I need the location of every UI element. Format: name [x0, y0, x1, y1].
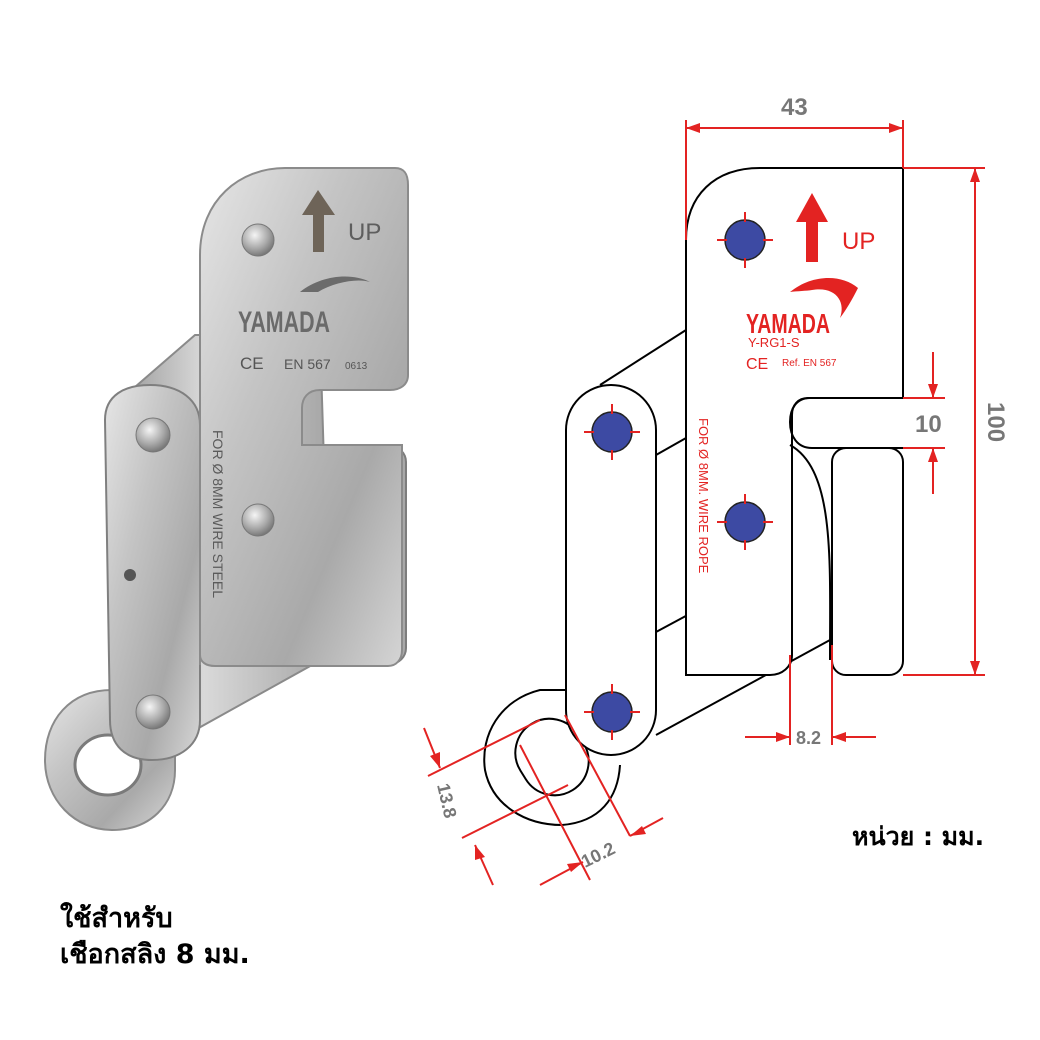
dim-eye-height-value: 13.8 [433, 781, 460, 820]
drawing-cam [789, 444, 832, 661]
drawing-rivets [584, 212, 773, 740]
photo-arrow-label: UP [348, 219, 381, 246]
drawing-standard: Ref. EN 567 [782, 358, 837, 369]
drawing-slot-guard [788, 397, 903, 449]
photo-standard: EN 567 [284, 356, 331, 372]
photo-rivet-link-top [135, 417, 171, 453]
dim-slot-value: 8.2 [796, 728, 821, 748]
photo-serial: 0613 [345, 361, 368, 372]
drawing-eye-loop [483, 689, 621, 827]
photo-rivet-mid [241, 503, 275, 537]
dim-eye-width-value: 10.2 [578, 838, 618, 871]
photo-ce-mark: CE [240, 354, 264, 373]
dim-width-value: 43 [781, 94, 808, 121]
photo-logo-swoosh-icon [300, 276, 370, 292]
device-photo: UP YAMADA CE EN 567 0613 FOR Ø 8MM WIRE … [43, 167, 409, 832]
drawing-arrow-label: UP [842, 228, 875, 255]
drawing-side-text: FOR Ø 8MM. WIRE ROPE [696, 418, 711, 574]
dim-gap-value: 10 [915, 411, 942, 438]
dim-height-value: 100 [982, 402, 1009, 442]
rivet-mid [717, 494, 773, 550]
drawing-connector-top [599, 329, 687, 386]
photo-rivet-link-bottom [135, 694, 171, 730]
drawing-markings: UP YAMADA Y-RG1-S CE Ref. EN 567 FOR Ø 8… [696, 193, 875, 574]
drawing-ce-mark: CE [746, 356, 768, 373]
dimension-lines [423, 120, 985, 886]
usage-caption-line-1: ใช้สำหรับ [60, 903, 173, 934]
photo-brand: YAMADA [238, 306, 330, 339]
drawing-logo-swoosh-icon [790, 277, 858, 318]
drawing-model: Y-RG1-S [748, 335, 800, 350]
photo-link-hole [124, 569, 136, 581]
drawing-cam-guard [831, 447, 904, 676]
usage-caption-line-2: เชือกสลิง 8 มม. [60, 939, 250, 970]
photo-up-arrow-icon [302, 190, 335, 252]
rivet-top [717, 212, 773, 268]
device-drawing [483, 167, 904, 827]
drawing-side-link [565, 384, 657, 756]
drawing-connector-bottom [655, 639, 831, 736]
drawing-brand: YAMADA [746, 308, 830, 339]
drawing-connector-mid [655, 437, 687, 456]
photo-side-link [103, 383, 201, 762]
drawing-up-arrow-icon [796, 193, 828, 262]
rivet-link-bottom [584, 684, 640, 740]
rivet-link-top [584, 404, 640, 460]
photo-main-body [199, 167, 409, 667]
photo-rivet-top [241, 223, 275, 257]
unit-note: หน่วย : มม. [852, 822, 985, 851]
photo-side-text: FOR Ø 8MM WIRE STEEL [210, 430, 226, 598]
